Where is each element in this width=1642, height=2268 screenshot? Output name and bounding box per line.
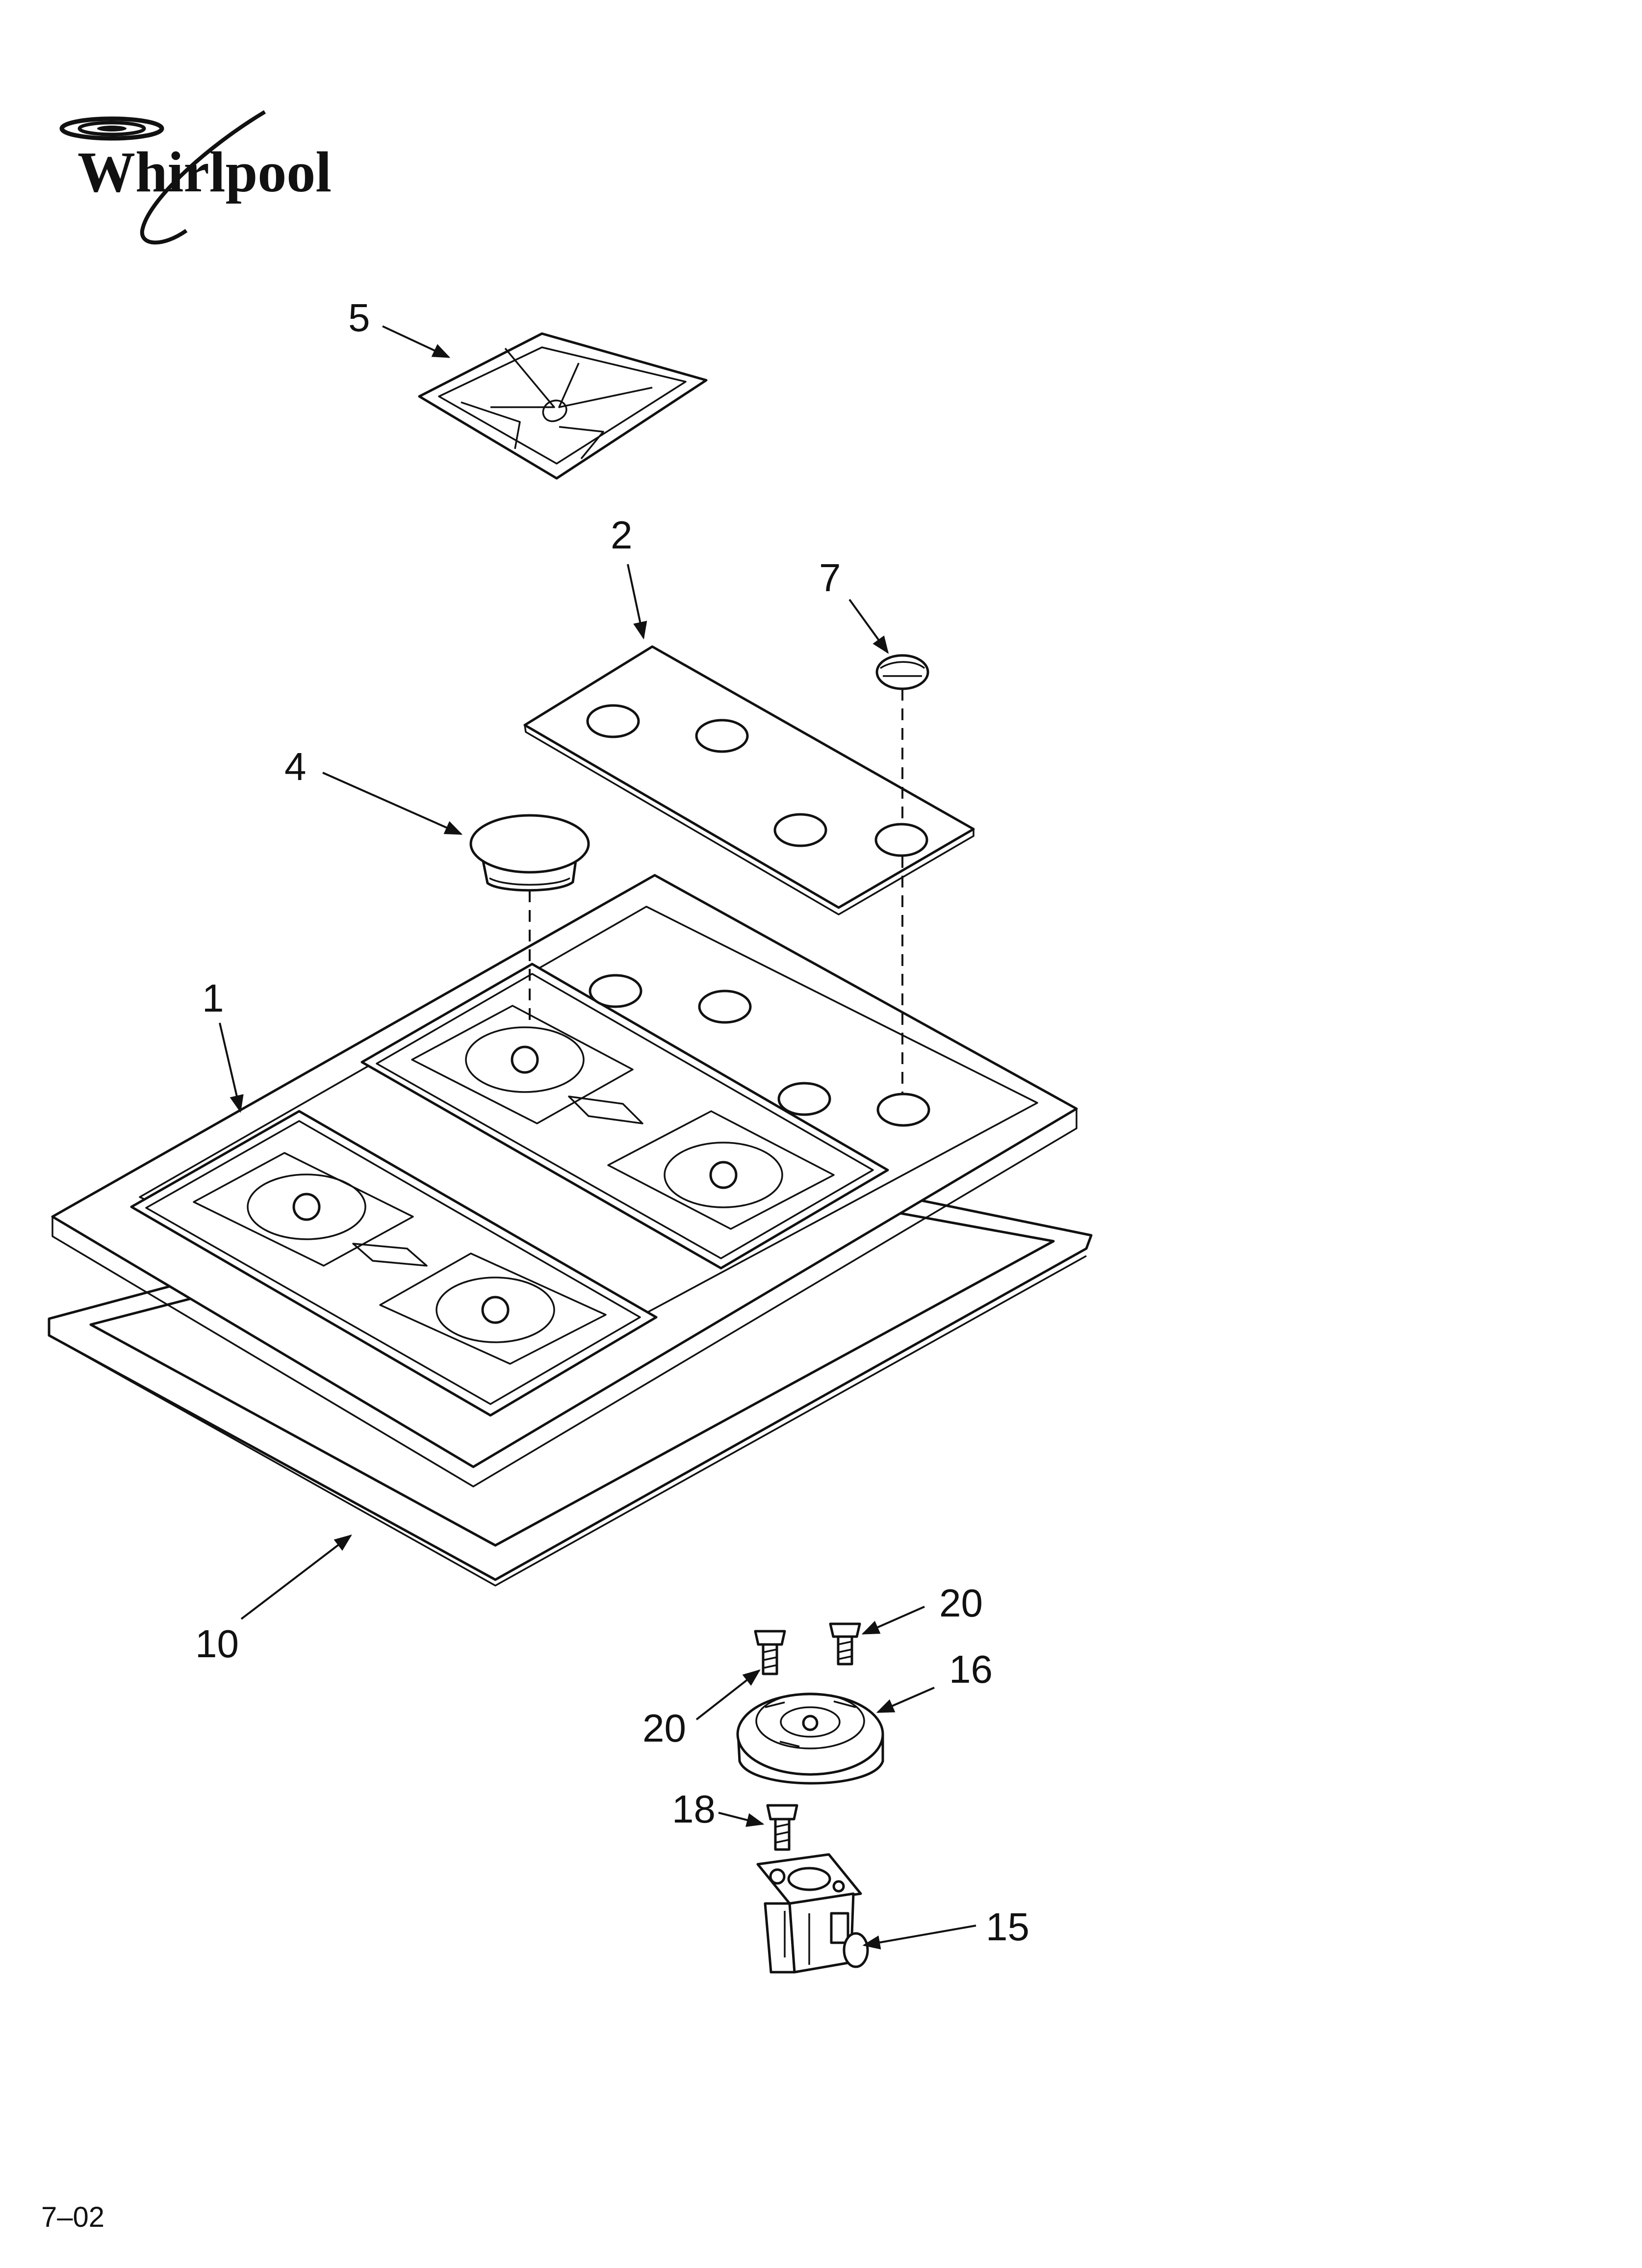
callout-2: 2	[611, 513, 633, 557]
part-7-knob	[875, 654, 929, 690]
callout-15: 15	[986, 1905, 1029, 1949]
callout-5: 5	[348, 296, 370, 339]
callout-20-left: 20	[642, 1706, 686, 1750]
burner-port-right-front	[511, 1045, 539, 1074]
part-2-control-panel	[523, 645, 975, 915]
part-15-orifice-holder	[756, 1853, 869, 1974]
part-20-screw-left	[754, 1630, 786, 1675]
callout-4: 4	[284, 745, 307, 788]
burner-port-left-rear	[481, 1296, 510, 1324]
callout-18: 18	[672, 1787, 716, 1831]
callout-10: 10	[195, 1622, 239, 1666]
callout-labels: 5 2 7 4 1 10 20 20 16 18 15	[195, 296, 1029, 1949]
part-18-screw	[766, 1804, 798, 1851]
whirlpool-logo: Whirlpool	[59, 110, 332, 245]
leader-lines	[219, 325, 976, 1950]
callout-16: 16	[949, 1647, 993, 1691]
document-code: 7–02	[41, 2201, 105, 2233]
part-5-grate	[418, 332, 708, 480]
callout-20-right: 20	[939, 1581, 983, 1625]
part-16-burner-base	[736, 1693, 884, 1785]
part-4-burner-cap	[469, 814, 590, 892]
burner-port-left-front	[292, 1193, 321, 1221]
callout-7: 7	[819, 556, 841, 600]
part-20-screw-right	[829, 1622, 861, 1666]
part-1-cooktop	[51, 874, 1078, 1487]
burner-port-right-rear	[709, 1161, 738, 1189]
callout-1: 1	[202, 976, 224, 1020]
alignment-lines	[529, 689, 903, 1094]
brand-logo-text: Whirlpool	[77, 140, 332, 204]
